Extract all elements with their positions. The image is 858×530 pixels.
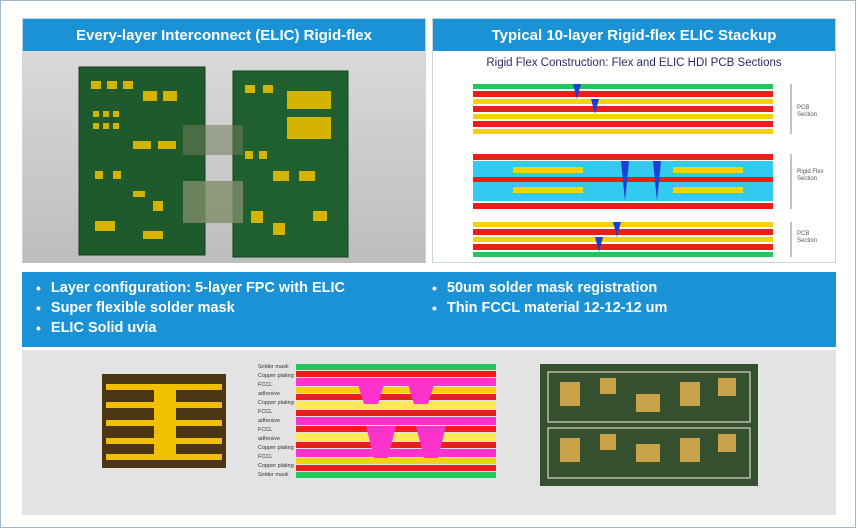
feature-band: •Layer configuration: 5-layer FPC with E… [22, 272, 836, 347]
bullet-text: ELIC Solid uvia [50, 320, 157, 336]
left-header: Every-layer Interconnect (ELIC) Rigid-fl… [23, 19, 425, 51]
layer-label: Solder mask [258, 364, 289, 370]
bullet-text: Super flexible solder mask [50, 300, 235, 316]
layer-label: Copper plating [258, 445, 294, 451]
layer-label-column: Solder mask Copper plating FCCL adhesive… [258, 364, 296, 484]
bottom-image-panel: Solder mask Copper plating FCCL adhesive… [22, 350, 836, 515]
layer-label: Solder mask [258, 472, 289, 478]
layer-label: FCCL [258, 382, 273, 388]
section-label-top: PCB Section [797, 105, 818, 118]
layer-label: adhesive [258, 418, 281, 424]
fpc-panel-photo [540, 364, 758, 486]
stackup-diagram [473, 84, 792, 257]
layer-label: Copper plating [258, 463, 294, 469]
bullet-right-2: •Thin FCCL material 12-12-12 um [432, 300, 668, 316]
layer-label: FCCL [258, 454, 273, 460]
stackup-title: Rigid Flex Construction: Flex and ELIC H… [486, 57, 782, 69]
right-header: Typical 10-layer Rigid-flex ELIC Stackup [433, 19, 835, 51]
microsection-photo [102, 374, 226, 468]
layer-label: FCCL [258, 409, 273, 415]
bullet-left-2: •Super flexible solder mask [36, 300, 235, 316]
section-label-bottom: PCB Section [797, 231, 818, 244]
layer-label: Copper plating [258, 373, 294, 379]
left-photo-panel: Every-layer Interconnect (ELIC) Rigid-fl… [22, 18, 426, 263]
bullet-text: Layer configuration: 5-layer FPC with EL… [50, 280, 345, 296]
layer-label: Copper plating [258, 400, 294, 406]
section-label-middle: Rigid Flex Section [797, 169, 824, 182]
stack-layer-diagram: Solder mask Copper plating FCCL adhesive… [258, 364, 516, 484]
bullet-text: Thin FCCL material 12-12-12 um [446, 300, 668, 316]
bullet-right-1: •50um solder mask registration [432, 280, 658, 296]
layer-label: FCCL [258, 427, 273, 433]
layer-label: adhesive [258, 391, 281, 397]
elic-rigid-flex-photo [23, 51, 425, 263]
layer-label: adhesive [258, 436, 281, 442]
bullet-text: 50um solder mask registration [446, 280, 658, 296]
bullet-left-1: •Layer configuration: 5-layer FPC with E… [36, 280, 345, 296]
stackup-panel: Typical 10-layer Rigid-flex ELIC Stackup… [432, 18, 836, 263]
bullet-left-3: •ELIC Solid uvia [36, 320, 157, 336]
